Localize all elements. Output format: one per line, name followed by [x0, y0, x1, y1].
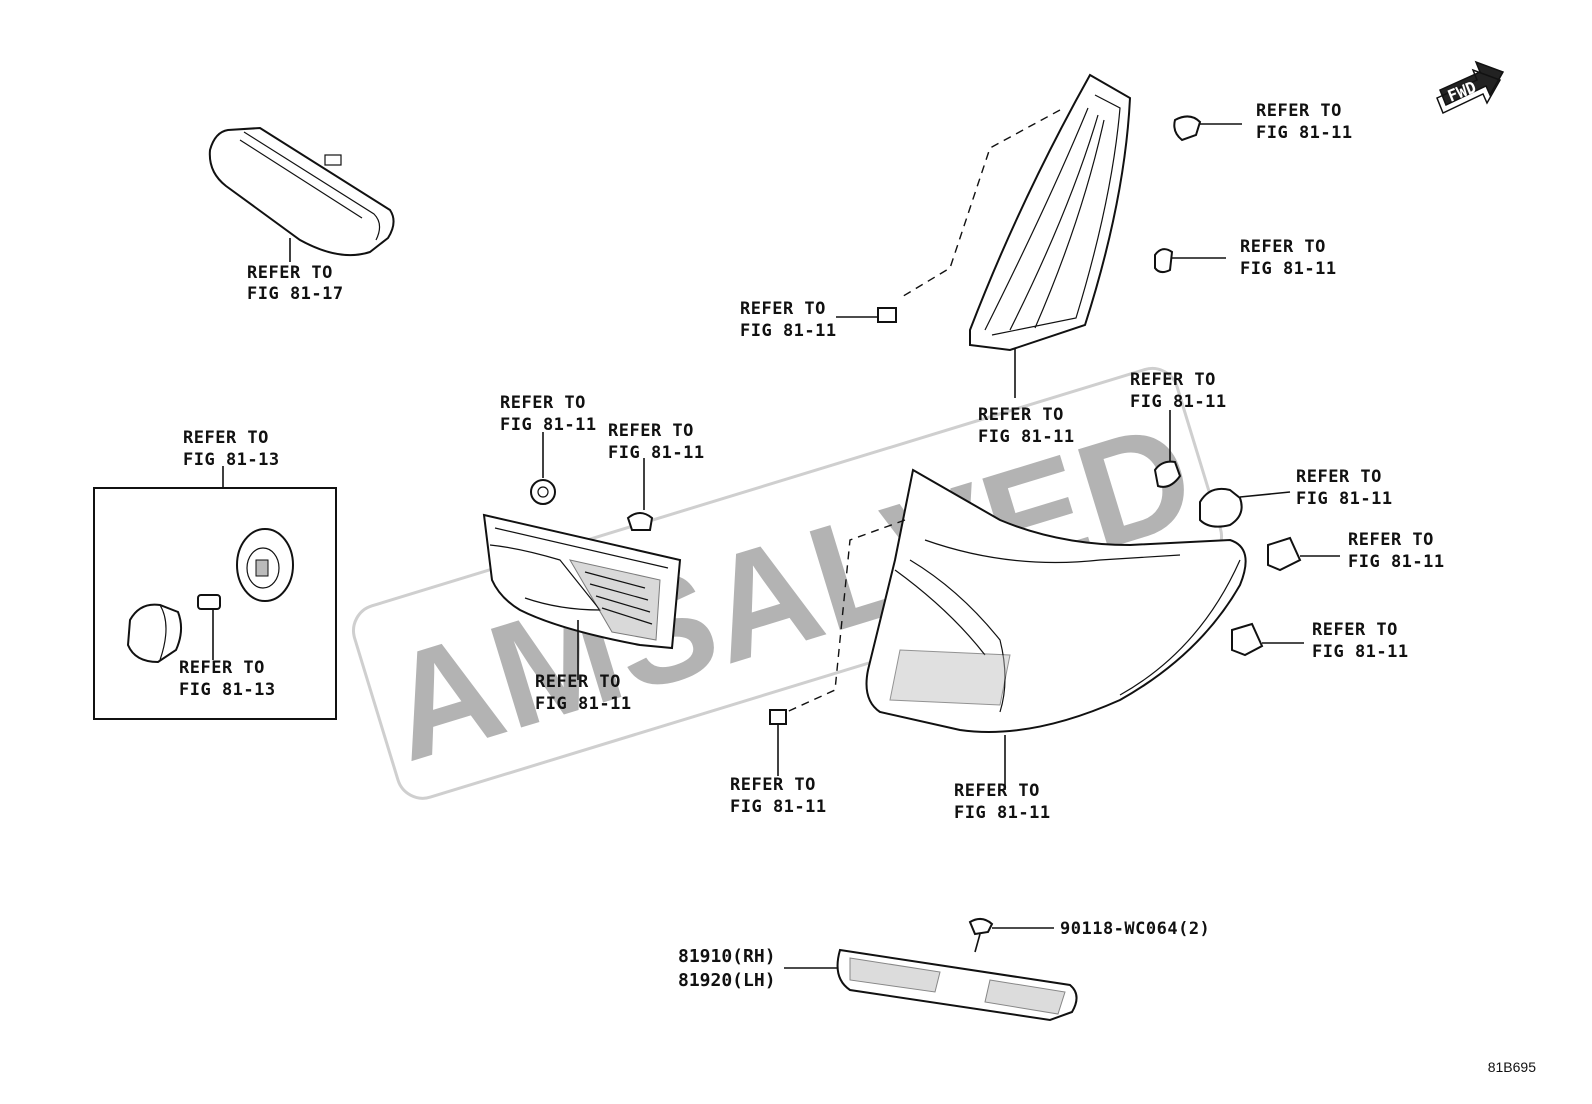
- screw-icon: [836, 307, 897, 323]
- ref-label-11: REFER TO FIG 81-13: [179, 658, 276, 700]
- ref-label-8: REFER TO FIG 81-11: [608, 421, 705, 463]
- svg-text:FIG 81-11: FIG 81-11: [1296, 489, 1393, 509]
- svg-text:REFER TO: REFER TO: [740, 299, 826, 319]
- ref-label-12: REFER TO FIG 81-11: [535, 672, 632, 714]
- ref-label-2: REFER TO FIG 81-11: [740, 299, 837, 341]
- ref-label-7: REFER TO FIG 81-11: [500, 393, 597, 435]
- svg-text:FIG 81-11: FIG 81-11: [1348, 552, 1445, 572]
- svg-text:REFER TO: REFER TO: [183, 428, 269, 448]
- ref-label-16: REFER TO FIG 81-11: [954, 781, 1051, 823]
- ref-label-1: REFER TO FIG 81-17: [247, 263, 344, 304]
- screw-icon: [968, 918, 1054, 953]
- svg-text:REFER TO: REFER TO: [500, 393, 586, 413]
- part-number-lh[interactable]: 81920(LH): [678, 970, 776, 991]
- svg-text:FIG 81-11: FIG 81-11: [1312, 642, 1409, 662]
- ref-label-10: REFER TO FIG 81-11: [1296, 467, 1393, 509]
- svg-text:FIG 81-11: FIG 81-11: [1256, 123, 1353, 143]
- svg-text:REFER TO: REFER TO: [1348, 530, 1434, 550]
- upper-rear-combination-lamp: [836, 73, 1132, 398]
- svg-text:REFER TO: REFER TO: [535, 672, 621, 692]
- svg-text:FIG 81-11: FIG 81-11: [608, 443, 705, 463]
- ref-label-13: REFER TO FIG 81-11: [1348, 530, 1445, 572]
- svg-text:FIG 81-11: FIG 81-11: [1130, 392, 1227, 412]
- svg-text:FIG 81-11: FIG 81-11: [535, 694, 632, 714]
- ref-label-4: REFER TO FIG 81-11: [1240, 237, 1337, 279]
- svg-text:FIG 81-13: FIG 81-13: [183, 450, 280, 470]
- svg-text:FIG 81-11: FIG 81-11: [730, 797, 827, 817]
- svg-text:REFER TO: REFER TO: [954, 781, 1040, 801]
- rear-reflector: [784, 918, 1078, 1022]
- svg-text:REFER TO: REFER TO: [1256, 101, 1342, 121]
- clips-and-bulbs: [1153, 115, 1340, 657]
- ref-label-14: REFER TO FIG 81-11: [1312, 620, 1409, 662]
- part-number-screw[interactable]: 90118-WC064(2): [1060, 919, 1210, 939]
- forward-arrow-icon: FWD: [1436, 60, 1505, 115]
- ref-label-9: REFER TO FIG 81-11: [1130, 370, 1227, 412]
- socket-bulb-box: [93, 466, 337, 720]
- svg-text:REFER TO: REFER TO: [247, 263, 333, 283]
- svg-text:REFER TO: REFER TO: [1240, 237, 1326, 257]
- svg-text:REFER TO: REFER TO: [1130, 370, 1216, 390]
- part-number-rh[interactable]: 81910(RH): [678, 946, 776, 967]
- svg-text:REFER TO: REFER TO: [978, 405, 1064, 425]
- svg-text:FIG 81-11: FIG 81-11: [1240, 259, 1337, 279]
- side-marker-lamp: [208, 126, 395, 262]
- svg-text:REFER TO: REFER TO: [1312, 620, 1398, 640]
- svg-text:FIG 81-11: FIG 81-11: [500, 415, 597, 435]
- screw-icon: [769, 709, 787, 776]
- ref-label-3: REFER TO FIG 81-11: [1256, 101, 1353, 143]
- svg-text:FIG 81-11: FIG 81-11: [978, 427, 1075, 447]
- svg-text:REFER TO: REFER TO: [179, 658, 265, 678]
- figure-code: 81B695: [1488, 1059, 1536, 1075]
- ref-label-15: REFER TO FIG 81-11: [730, 775, 827, 817]
- ref-label-5: REFER TO FIG 81-11: [978, 405, 1075, 447]
- svg-text:FIG 81-17: FIG 81-17: [247, 284, 344, 304]
- svg-text:FIG 81-11: FIG 81-11: [954, 803, 1051, 823]
- ref-label-6: REFER TO FIG 81-13: [183, 428, 280, 470]
- svg-text:FIG 81-11: FIG 81-11: [740, 321, 837, 341]
- rear-combination-lamp: [769, 468, 1247, 790]
- svg-text:REFER TO: REFER TO: [730, 775, 816, 795]
- svg-text:FIG 81-13: FIG 81-13: [179, 680, 276, 700]
- svg-text:REFER TO: REFER TO: [608, 421, 694, 441]
- back-door-lamp: [482, 432, 682, 680]
- svg-text:REFER TO: REFER TO: [1296, 467, 1382, 487]
